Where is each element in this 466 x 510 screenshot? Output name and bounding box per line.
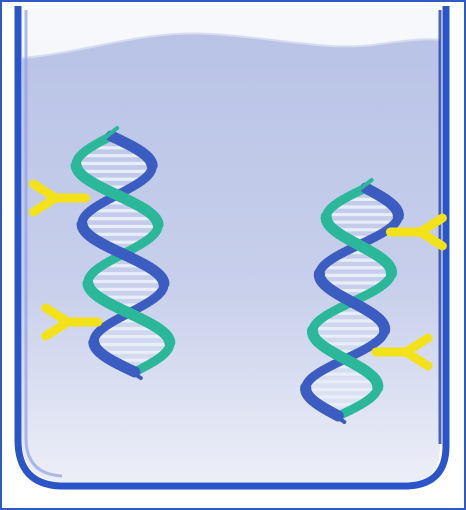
diagram-canvas [0,0,466,510]
beaker-illustration [0,0,466,510]
